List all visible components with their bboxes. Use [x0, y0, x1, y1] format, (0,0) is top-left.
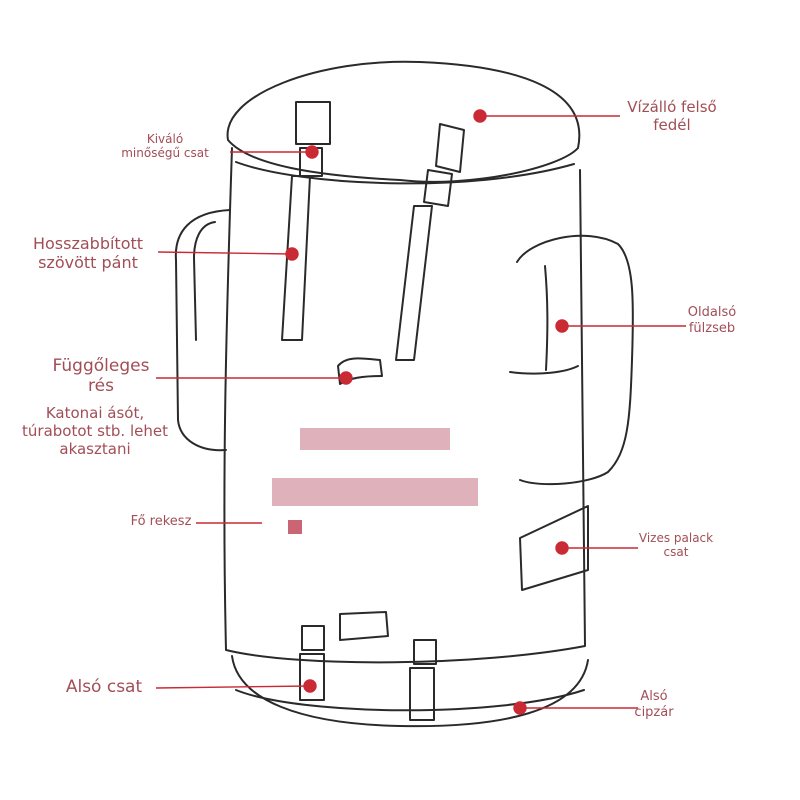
label-main-compartment: Fő rekesz [130, 514, 192, 529]
side-pocket-marker [555, 319, 569, 333]
label-top-lid: Vízálló felső fedél [627, 98, 717, 134]
lid-fold-line [235, 161, 575, 185]
blurred-logo [272, 428, 478, 534]
label-slot-description: Katonai ásót, túrabotot stb. lehet akasz… [22, 404, 168, 458]
label-bottom-zipper: Alsó cipzár [634, 689, 674, 720]
bottom-section [231, 655, 589, 728]
bottom-zipper-line [235, 689, 585, 712]
top-lid-outline [226, 60, 581, 183]
left-side-pocket [174, 209, 231, 452]
strap-marker [285, 247, 299, 261]
slot-marker [339, 371, 353, 385]
bottle-holder [519, 505, 589, 591]
label-bottle-holder: Vizes palack csat [638, 531, 714, 560]
bottom-zip-marker [513, 701, 527, 715]
bottom-buckle-marker [303, 679, 317, 693]
label-strap: Hosszabbított szövött pánt [32, 234, 144, 273]
bottom-left-buckle [301, 625, 325, 651]
buckle-marker [305, 145, 319, 159]
main-body-outline [223, 147, 586, 664]
right-strap [395, 205, 433, 361]
bottle-marker [555, 541, 569, 555]
lower-loop [339, 611, 389, 641]
top-lid-marker [473, 109, 487, 123]
label-slot: Függőleges rés [52, 356, 150, 397]
right-side-pocket [516, 234, 634, 486]
label-side-pocket: Oldalsó fülzseb [687, 305, 737, 336]
label-buckle: Kiváló minőségű csat [121, 132, 209, 161]
label-bottom-buckle: Alsó csat [65, 677, 143, 697]
bottom-right-buckle [413, 639, 437, 665]
